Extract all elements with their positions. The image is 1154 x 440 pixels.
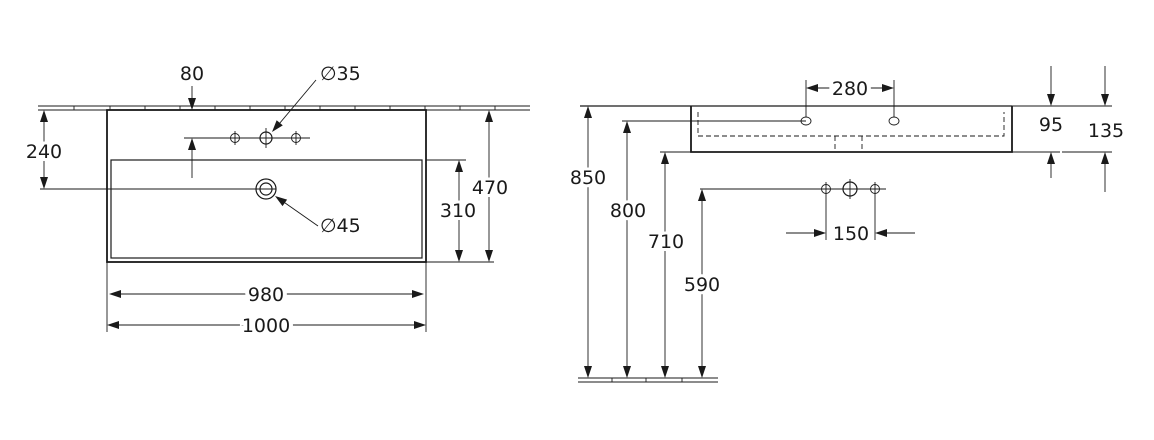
dim-taphole-diameter: ∅35 — [268, 63, 361, 135]
label-outer-width: 1000 — [242, 315, 290, 337]
label-tap-offset: 80 — [180, 63, 204, 85]
dim-spacing-280: 280 — [805, 74, 895, 117]
label-thickness-135: 135 — [1088, 120, 1124, 142]
dim-height-710: 710 — [645, 152, 687, 378]
label-height-590: 590 — [684, 274, 720, 296]
dim-height-800: 800 — [607, 121, 649, 378]
label-height-850: 850 — [570, 167, 606, 189]
label-spacing-150: 150 — [833, 223, 869, 245]
dim-spacing-150: 150 — [786, 196, 915, 245]
dim-wall-distance: 240 — [23, 110, 65, 189]
tap-holes — [184, 128, 310, 148]
dim-outer-width: 1000 — [107, 311, 426, 341]
label-inner-width: 980 — [248, 284, 284, 306]
dim-waste-diameter: ∅45 — [272, 192, 361, 237]
dim-tap-offset: 80 — [180, 63, 204, 178]
label-wall-distance: 240 — [26, 141, 62, 163]
label-height-800: 800 — [610, 200, 646, 222]
side-floor-strip — [578, 377, 718, 383]
basin-outline — [106, 109, 427, 263]
side-view: 850 800 710 590 — [567, 66, 1124, 383]
dim-total-height: 470 — [430, 109, 511, 262]
basin-bowl — [110, 159, 423, 259]
fitting-holes — [821, 179, 880, 199]
dim-thickness-95: 95 — [1039, 66, 1063, 178]
dim-thickness-135: 135 — [1062, 66, 1124, 192]
dim-height-850: 850 — [567, 106, 609, 378]
label-waste-diameter: ∅45 — [320, 215, 361, 237]
label-spacing-280: 280 — [832, 78, 868, 100]
side-basin-profile — [580, 105, 1112, 153]
label-thickness-95: 95 — [1039, 114, 1063, 136]
dim-inner-width: 980 — [106, 262, 427, 332]
label-bowl-height: 310 — [440, 200, 476, 222]
waste-hole — [40, 178, 277, 200]
label-height-710: 710 — [648, 231, 684, 253]
front-view: 80 ∅35 ∅45 240 — [23, 63, 530, 341]
dim-height-590: 590 — [681, 188, 886, 378]
label-total-height: 470 — [472, 177, 508, 199]
dim-bowl-height: 310 — [437, 160, 479, 262]
label-taphole-diameter: ∅35 — [320, 63, 361, 85]
